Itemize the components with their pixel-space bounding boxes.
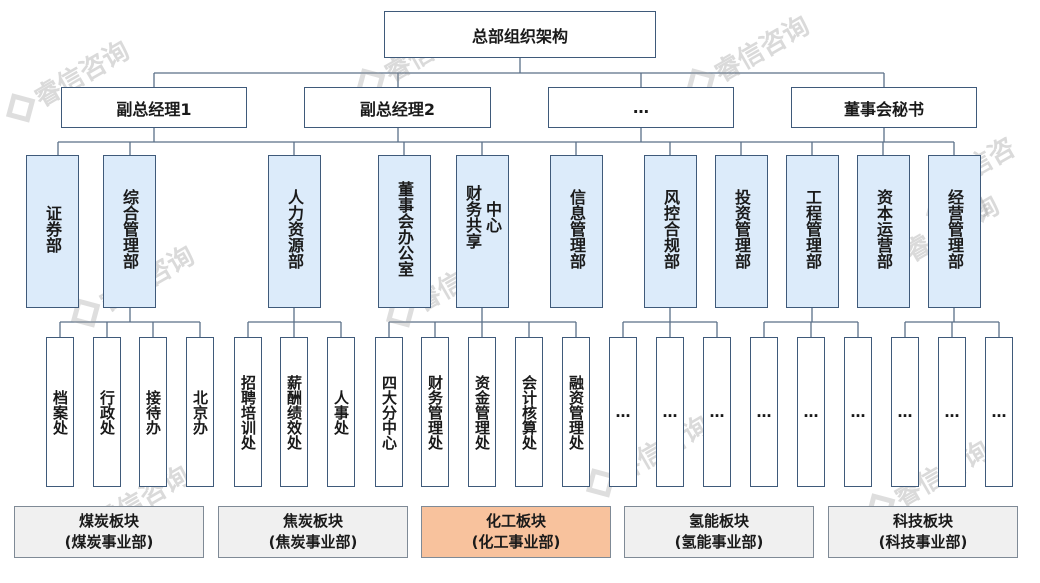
- segment-name: 氢能板块: [688, 512, 749, 530]
- sub-unit-box: 北京办: [186, 337, 214, 487]
- segment-name: 焦炭板块: [282, 512, 343, 530]
- sub-unit-label: 财务管理处: [426, 374, 444, 450]
- level1-label: …: [633, 98, 649, 117]
- department-label: 信息管理部: [567, 188, 586, 269]
- sub-unit-box: …: [703, 337, 731, 487]
- segment-sub: (煤炭事业部): [64, 533, 154, 551]
- sub-unit-box: …: [797, 337, 825, 487]
- sub-unit-label: …: [990, 403, 1008, 421]
- sub-unit-label: 招聘培训处: [239, 374, 257, 450]
- department-label: 经营管理部: [945, 188, 964, 269]
- level1-label: 副总经理1: [116, 99, 192, 119]
- department-box: 综合管理部: [103, 155, 156, 308]
- level1-label: 副总经理2: [359, 99, 436, 119]
- sub-unit-label: …: [755, 403, 773, 421]
- org-title: 总部组织架构: [471, 26, 568, 46]
- segment-chemical: 化工板块 (化工事业部): [421, 506, 611, 558]
- sub-unit-label: 行政处: [98, 389, 116, 435]
- sub-unit-label: 融资管理处: [567, 374, 585, 450]
- sub-unit-box: 会计核算处: [515, 337, 543, 487]
- department-box: 资本运营部: [857, 155, 910, 308]
- sub-unit-label: 薪酬绩效处: [285, 374, 303, 450]
- department-box: 工程管理部: [786, 155, 839, 308]
- sub-unit-box: …: [656, 337, 684, 487]
- sub-unit-box: …: [985, 337, 1013, 487]
- department-label: 中心: [483, 200, 502, 233]
- sub-unit-box: …: [891, 337, 919, 487]
- department-label: 董事会办公室: [395, 180, 414, 277]
- department-label: 风控合规部: [661, 188, 680, 269]
- org-title-box: 总部组织架构: [384, 11, 656, 58]
- sub-unit-box: 招聘培训处: [234, 337, 262, 487]
- sub-unit-label: …: [849, 403, 867, 421]
- sub-unit-label: 北京办: [191, 389, 209, 435]
- department-box: 证券部: [26, 155, 79, 308]
- sub-unit-box: 融资管理处: [562, 337, 590, 487]
- department-box: 投资管理部: [715, 155, 768, 308]
- segment-technology: 科技板块 (科技事业部): [828, 506, 1018, 558]
- sub-unit-box: 四大分中心: [375, 337, 403, 487]
- department-label: 投资管理部: [732, 188, 751, 269]
- segment-sub: (焦炭事业部): [268, 533, 358, 551]
- department-label: 人力资源部: [285, 188, 304, 269]
- sub-unit-label: …: [661, 403, 679, 421]
- department-box: 董事会办公室: [378, 155, 431, 308]
- sub-unit-box: …: [938, 337, 966, 487]
- department-box: 信息管理部: [550, 155, 603, 308]
- level1-box: …: [548, 87, 734, 128]
- segment-sub: (化工事业部): [471, 533, 561, 551]
- level1-box: 董事会秘书: [791, 87, 977, 128]
- segment-name: 化工板块: [485, 512, 546, 530]
- department-label: 工程管理部: [803, 188, 822, 269]
- sub-unit-label: 会计核算处: [520, 374, 538, 450]
- department-label: 资本运营部: [874, 188, 893, 269]
- department-label: 证券部: [43, 204, 62, 253]
- sub-unit-label: 资金管理处: [473, 374, 491, 450]
- sub-unit-label: …: [708, 403, 726, 421]
- sub-unit-box: 人事处: [327, 337, 355, 487]
- segment-coke: 焦炭板块 (焦炭事业部): [218, 506, 408, 558]
- sub-unit-label: …: [802, 403, 820, 421]
- sub-unit-label: …: [943, 403, 961, 421]
- level1-box: 副总经理2: [304, 87, 491, 128]
- department-box: 财务共享 中心: [456, 155, 509, 308]
- level1-box: 副总经理1: [61, 87, 247, 128]
- sub-unit-label: …: [896, 403, 914, 421]
- department-box: 经营管理部: [928, 155, 981, 308]
- sub-unit-label: 档案处: [51, 389, 69, 435]
- sub-unit-box: 行政处: [93, 337, 121, 487]
- sub-unit-label: 接待办: [144, 389, 162, 435]
- sub-unit-box: …: [609, 337, 637, 487]
- sub-unit-box: 档案处: [46, 337, 74, 487]
- sub-unit-box: …: [844, 337, 872, 487]
- sub-unit-box: 接待办: [139, 337, 167, 487]
- segment-name: 科技板块: [892, 512, 953, 530]
- watermark: 睿信咨询: [581, 405, 716, 504]
- sub-unit-label: …: [614, 403, 632, 421]
- department-label: 财务共享: [463, 184, 482, 249]
- sub-unit-label: 四大分中心: [380, 374, 398, 450]
- sub-unit-box: 财务管理处: [421, 337, 449, 487]
- segment-name: 煤炭板块: [78, 512, 139, 530]
- sub-unit-box: 资金管理处: [468, 337, 496, 487]
- department-box: 人力资源部: [268, 155, 321, 308]
- segment-coal: 煤炭板块 (煤炭事业部): [14, 506, 204, 558]
- segment-hydrogen: 氢能板块 (氢能事业部): [624, 506, 814, 558]
- segment-sub: (氢能事业部): [674, 533, 764, 551]
- sub-unit-label: 人事处: [332, 389, 350, 435]
- level1-label: 董事会秘书: [843, 99, 924, 119]
- department-box: 风控合规部: [644, 155, 697, 308]
- sub-unit-box: …: [750, 337, 778, 487]
- sub-unit-box: 薪酬绩效处: [280, 337, 308, 487]
- segment-sub: (科技事业部): [878, 533, 968, 551]
- department-label: 综合管理部: [120, 188, 139, 269]
